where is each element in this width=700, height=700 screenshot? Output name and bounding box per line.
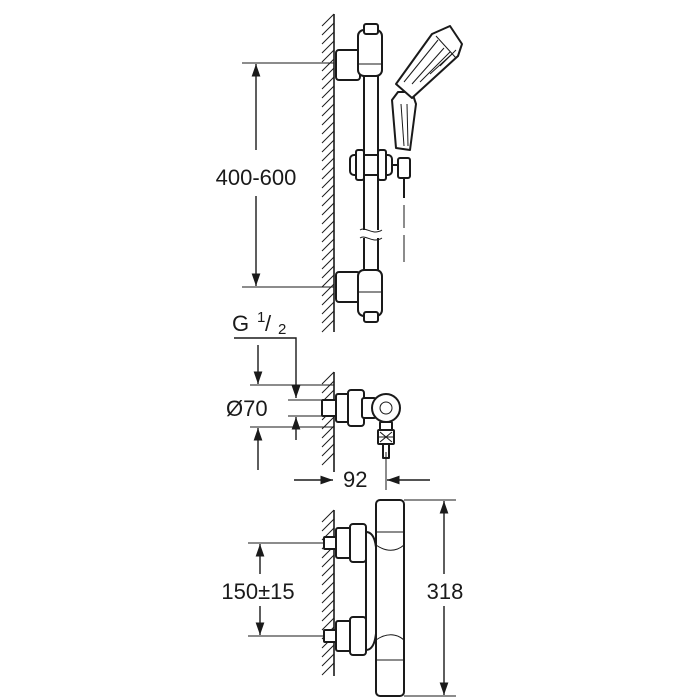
wall-hatch-stroke — [321, 139, 335, 153]
wall-hatch-stroke — [321, 319, 335, 333]
wall-hatch-stroke — [321, 166, 335, 180]
thread-num: 1 — [257, 309, 265, 326]
wall-hatch-stroke — [321, 274, 335, 288]
rail-slider — [349, 149, 411, 181]
wall-hatch-stroke — [321, 283, 335, 297]
wall-hatch-stroke — [321, 130, 335, 144]
wall-hatch-stroke — [321, 452, 335, 466]
wall-hatching-bottom — [321, 509, 335, 676]
wall-hatch-stroke — [321, 563, 335, 577]
wall-hatch-stroke — [321, 554, 335, 568]
thread-label: G 1 / 2 — [232, 309, 301, 440]
inlet-connector-upper — [323, 523, 367, 563]
thermostat-view: 150±15 318 — [221, 499, 464, 697]
wall-hatch-stroke — [321, 112, 335, 126]
wall-hatch-stroke — [321, 599, 335, 613]
body-height-dimension: 318 — [404, 499, 464, 697]
thread-main: G — [232, 311, 249, 336]
projection-label: 92 — [343, 467, 367, 492]
wall-hatch-stroke — [321, 310, 335, 324]
wall-hatch-stroke — [321, 193, 335, 207]
wall-hatch-stroke — [321, 211, 335, 225]
thread-sep: / — [265, 311, 272, 336]
rail-bracket-bottom — [335, 269, 383, 323]
rail-height-label: 400-600 — [216, 165, 297, 190]
wall-hatch-stroke — [321, 644, 335, 658]
wall-hatch-stroke — [321, 202, 335, 216]
thermostat-body — [365, 499, 405, 697]
wall-hatch-stroke — [321, 509, 335, 523]
hand-shower — [391, 25, 463, 151]
wall-hatch-stroke — [321, 67, 335, 81]
rail-height-dimension: 400-600 — [216, 62, 334, 288]
wall-hatch-stroke — [321, 49, 335, 63]
wall-hatch-stroke — [321, 292, 335, 306]
wall-hatch-stroke — [321, 518, 335, 532]
wall-hatch-stroke — [321, 31, 335, 45]
wall-hatch-stroke — [321, 85, 335, 99]
wall-hatch-stroke — [321, 238, 335, 252]
wall-hatch-stroke — [321, 425, 335, 439]
wall-hatch-stroke — [321, 76, 335, 90]
wall-hatch-stroke — [321, 121, 335, 135]
wall-hatch-stroke — [321, 247, 335, 261]
body-height-label: 318 — [427, 579, 464, 604]
wall-hatch-stroke — [321, 220, 335, 234]
wall-hatch-stroke — [321, 58, 335, 72]
wall-hatch-stroke — [321, 229, 335, 243]
wall-hatch-stroke — [321, 94, 335, 108]
inlet-spacing-dimension: 150±15 — [221, 542, 324, 637]
wall-hatch-stroke — [321, 617, 335, 631]
wall-hatching-middle — [321, 371, 335, 472]
diameter-dimension: Ø70 — [226, 345, 334, 470]
wall-hatch-stroke — [321, 40, 335, 54]
wall-hatch-stroke — [321, 608, 335, 622]
wall-hatch-stroke — [321, 301, 335, 315]
wall-hatch-stroke — [321, 371, 335, 385]
wall-hatch-stroke — [321, 22, 335, 36]
thread-den: 2 — [278, 321, 286, 338]
projection-dimension: 92 — [294, 452, 430, 492]
wall-hatch-stroke — [321, 265, 335, 279]
eccentric-connector — [321, 389, 401, 427]
diameter-label: Ø70 — [226, 396, 268, 421]
wall-hatch-stroke — [321, 380, 335, 394]
wall-hatch-stroke — [321, 184, 335, 198]
wall-hatch-stroke — [321, 434, 335, 448]
inlet-spacing-label: 150±15 — [221, 579, 294, 604]
side-connection-view: G 1 / 2 Ø70 92 — [226, 309, 430, 492]
wall-hatch-stroke — [321, 256, 335, 270]
wall-hatch-stroke — [321, 653, 335, 667]
wall-hatch-stroke — [321, 590, 335, 604]
wall-hatching-top — [321, 13, 335, 333]
wall-hatch-stroke — [321, 13, 335, 27]
wall-hatch-stroke — [321, 443, 335, 457]
wall-hatch-stroke — [321, 103, 335, 117]
wall-hatch-stroke — [321, 175, 335, 189]
wall-hatch-stroke — [321, 572, 335, 586]
wall-hatch-stroke — [321, 662, 335, 676]
wall-hatch-stroke — [321, 581, 335, 595]
shower-rail-view: 400-600 — [216, 13, 463, 333]
wall-hatch-stroke — [321, 157, 335, 171]
rail-bracket-top — [335, 23, 383, 81]
wall-hatch-stroke — [321, 148, 335, 162]
